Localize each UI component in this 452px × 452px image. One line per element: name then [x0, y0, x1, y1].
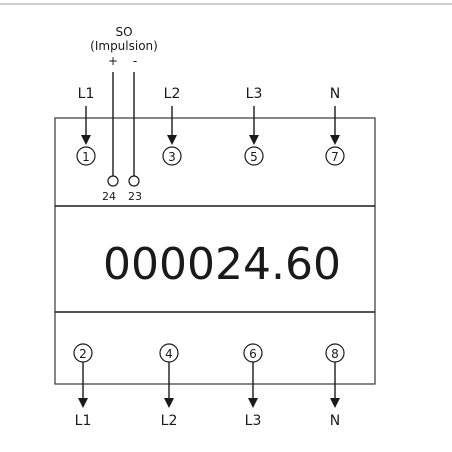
input-arrow-n-head [330, 135, 340, 145]
output-label-n: N [330, 413, 340, 429]
meter-body-frame [54, 117, 376, 385]
output-arrow-l2-head [164, 398, 174, 408]
impulse-terminal-24 [107, 175, 119, 187]
input-arrow-l2-head [167, 135, 177, 145]
impulse-plus-sign: + [108, 54, 118, 68]
terminal-5-circle [244, 146, 264, 166]
impulse-terminal-23 [128, 175, 140, 187]
input-label-n: N [330, 86, 340, 102]
terminal-4-number: 4 [165, 347, 173, 361]
terminal-2-number: 2 [79, 347, 87, 361]
output-label-l3: L3 [245, 413, 262, 429]
terminal-3-number: 3 [168, 150, 176, 164]
output-arrow-n-head [330, 398, 340, 408]
terminal-1-number: 1 [82, 150, 90, 164]
display-reading: 000024.60 [103, 239, 341, 290]
impulse-terminal-24-label: 24 [102, 190, 116, 203]
input-arrow-l1-head [81, 135, 91, 145]
input-label-l2: L2 [164, 86, 181, 102]
terminal-6-number: 6 [249, 347, 257, 361]
input-label-l3: L3 [246, 86, 263, 102]
terminal-5-number: 5 [250, 150, 258, 164]
impulse-minus-sign: - [133, 54, 137, 68]
terminal-1-circle [76, 146, 96, 166]
terminal-3-circle [162, 146, 182, 166]
impulse-output-subtitle: (Impulsion) [90, 39, 158, 53]
terminal-7-circle [325, 146, 345, 166]
output-label-l1: L1 [75, 413, 92, 429]
input-arrow-l3-head [249, 135, 259, 145]
impulse-output-name: SO [115, 25, 132, 39]
input-label-l1: L1 [78, 86, 95, 102]
impulse-terminal-23-label: 23 [128, 190, 142, 203]
terminal-8-number: 8 [331, 347, 339, 361]
terminal-7-number: 7 [331, 150, 339, 164]
output-arrow-l3-head [248, 398, 258, 408]
output-label-l2: L2 [161, 413, 178, 429]
output-arrow-l1-head [78, 398, 88, 408]
